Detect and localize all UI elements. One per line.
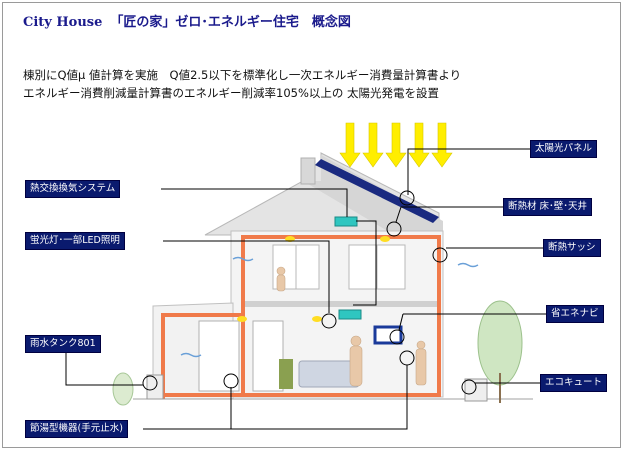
label-insulation: 断熱材 床･壁･天井 bbox=[503, 198, 593, 216]
title-main: 「匠の家」ゼロ･エネルギー住宅 概念図 bbox=[110, 15, 351, 30]
label-rain-tank: 雨水タンク801 bbox=[25, 335, 101, 353]
energy-monitor-icon bbox=[373, 325, 403, 345]
label-water-saving: 節湯型機器(手元止水) bbox=[25, 420, 128, 438]
page-title: City House 「匠の家」ゼロ･エネルギー住宅 概念図 bbox=[23, 11, 351, 30]
description-line-2: エネルギー消費削減量計算書のエネルギー削減率105%以上の 太陽光発電を設置 bbox=[23, 86, 440, 100]
label-energy-navi: 省エネナビ bbox=[546, 305, 604, 323]
ventilation-unit-lower-icon bbox=[338, 309, 362, 320]
label-insulated-sash: 断熱サッシ bbox=[543, 239, 601, 257]
description-line-1: 棟別にQ値μ 値計算を実施 Q値2.5以下を標準化し一次エネルギー消費量計算書よ… bbox=[23, 68, 462, 82]
label-solar-panel: 太陽光パネル bbox=[530, 140, 598, 158]
label-fluorescent: 蛍光灯･一部LED照明 bbox=[25, 232, 125, 250]
label-eco-cute: エコキュート bbox=[540, 374, 608, 392]
brand-name: City House bbox=[23, 15, 103, 30]
label-heat-exchange: 熱交換換気システム bbox=[25, 180, 121, 198]
house-illustration bbox=[112, 152, 533, 406]
ventilation-unit-icon bbox=[334, 216, 358, 227]
sun-rays-icon bbox=[339, 122, 453, 168]
house-diagram bbox=[65, 122, 546, 430]
